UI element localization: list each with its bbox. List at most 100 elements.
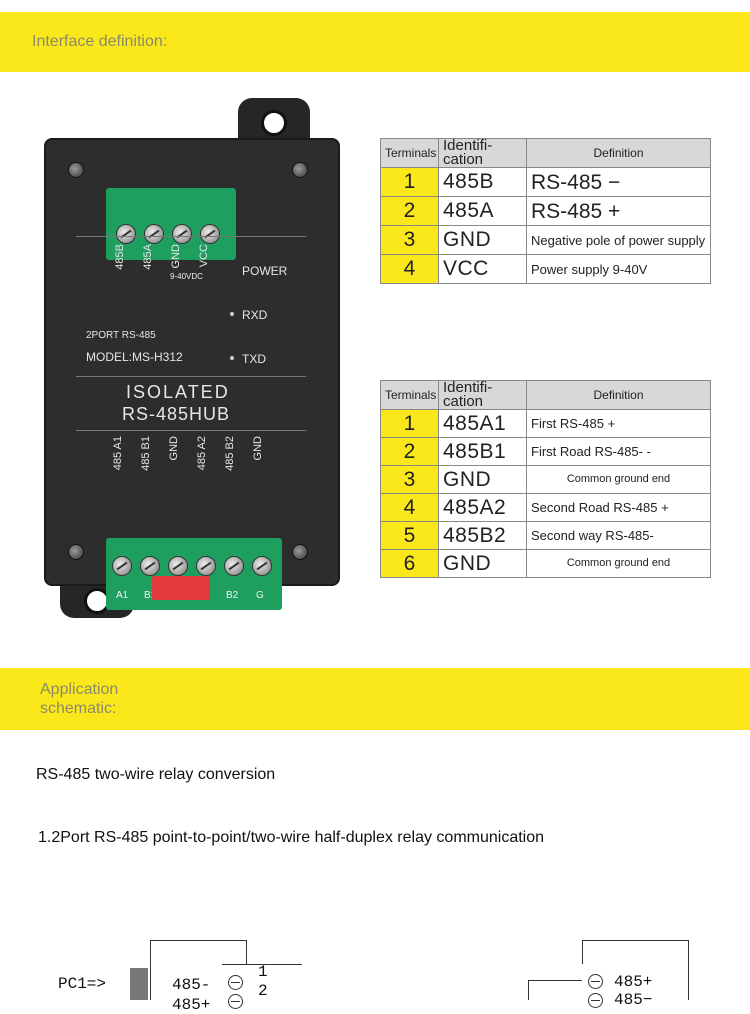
left-pin-number: 2 [258, 982, 268, 1000]
panel-divider [76, 430, 306, 431]
terminal-screw-icon [252, 556, 272, 576]
terminal-id: GND [438, 465, 527, 494]
terminal-screw-icon [196, 556, 216, 576]
bottom-label: 485 A1 [112, 436, 124, 471]
rxd-led-icon [230, 312, 234, 316]
terminal-number: 1 [380, 167, 439, 197]
schematic-line [150, 940, 151, 1000]
header-identification: Identifi- cation [438, 380, 527, 410]
schematic-line [582, 940, 688, 941]
rxd-led-label: RXD [242, 308, 268, 322]
terminal-definition: Second Road RS-485 + [526, 493, 711, 522]
panel-divider [76, 376, 306, 377]
terminal-definition: First Road RS-485- - [526, 437, 711, 466]
application-schematic-title-line2: schematic: [40, 700, 117, 717]
terminal-number: 2 [380, 196, 439, 226]
terminal-definition: Negative pole of power supply [526, 225, 711, 255]
terminal-id: GND [438, 225, 527, 255]
terminal-screw-icon [200, 224, 220, 244]
vdc-note: 9-40VDC [170, 272, 203, 281]
terminal-label-gnd: GND [170, 244, 182, 269]
corner-screw-icon [292, 544, 308, 560]
terminal-id: 485A [438, 196, 527, 226]
left-pin-label: 485- [172, 976, 211, 994]
schematic-line [222, 964, 302, 965]
schematic-screw-icon [588, 974, 603, 989]
terminal-small-label: B1 [144, 590, 157, 601]
power-led-label: POWER [242, 264, 288, 278]
terminal-definition: Second way RS-485- [526, 521, 711, 550]
terminal-id: 485B [438, 167, 527, 197]
terminal-definition: Common ground end [526, 549, 711, 578]
terminal-number: 3 [380, 465, 439, 494]
pc-label: PC1=> [58, 975, 107, 993]
terminal-small-label: B2 [226, 590, 239, 601]
schematic-line [528, 980, 529, 1000]
application-schematic-banner: Application schematic: [0, 668, 750, 730]
pc-connector [130, 968, 148, 1000]
interface-definition-title: Interface definition: [32, 33, 168, 50]
header-terminals: Terminals [380, 380, 439, 410]
terminal-number: 4 [380, 493, 439, 522]
terminal-definition: First RS-485 + [526, 409, 711, 438]
terminal-id: 485B1 [438, 437, 527, 466]
terminal-label-485b: 485B [114, 244, 126, 270]
panel-divider [76, 236, 306, 237]
terminal-screw-icon [172, 224, 192, 244]
left-pin-label: 485+ [172, 996, 211, 1014]
terminal-screw-icon [168, 556, 188, 576]
header-terminals: Terminals [380, 138, 439, 168]
txd-led-label: TXD [242, 352, 266, 366]
corner-screw-icon [68, 544, 84, 560]
terminal-id: 485B2 [438, 521, 527, 550]
terminal-screw-icon [112, 556, 132, 576]
terminal-number: 3 [380, 225, 439, 255]
schematic-line [688, 940, 689, 1000]
left-pin-number: 1 [258, 963, 268, 981]
schematic-line [528, 980, 582, 981]
corner-screw-icon [292, 162, 308, 178]
terminal-screw-icon [144, 224, 164, 244]
power-terminal-table: Terminals Identifi- cation Definition 1 … [380, 138, 711, 284]
terminal-screw-icon [116, 224, 136, 244]
schematic-screw-icon [228, 975, 243, 990]
terminal-definition: Common ground end [526, 465, 711, 494]
mounting-hole-top [261, 110, 287, 136]
header-definition: Definition [526, 380, 711, 410]
terminal-number: 2 [380, 437, 439, 466]
terminal-id: GND [438, 549, 527, 578]
terminal-definition: RS-485 − [526, 167, 711, 197]
terminal-id: VCC [438, 254, 527, 284]
top-terminal-block [106, 188, 236, 260]
schematic-screw-icon [588, 993, 603, 1008]
txd-led-icon [230, 356, 234, 360]
terminal-screw-icon [224, 556, 244, 576]
schematic-line [150, 940, 246, 941]
terminal-small-label: G [256, 590, 264, 601]
terminal-number: 4 [380, 254, 439, 284]
application-schematic-title-line1: Application [40, 681, 119, 698]
bottom-label: 485 B1 [140, 436, 152, 471]
terminal-number: 6 [380, 549, 439, 578]
terminal-definition: RS-485 + [526, 196, 711, 226]
bottom-label: GND [252, 436, 264, 461]
schematic-screw-icon [228, 994, 243, 1009]
subsection-title: 1.2Port RS-485 point-to-point/two-wire h… [38, 829, 545, 846]
rs485-hub-device: 485B 485A GND VCC 9-40VDC POWER RXD TXD … [40, 96, 340, 656]
terminal-definition: Power supply 9-40V [526, 254, 711, 284]
header-definition: Definition [526, 138, 711, 168]
terminal-label-485a: 485A [142, 244, 154, 270]
bottom-label: 485 B2 [224, 436, 236, 471]
schematic-line [582, 940, 583, 964]
terminal-screw-icon [140, 556, 160, 576]
section-title: RS-485 two-wire relay conversion [36, 766, 276, 783]
device-title-hub: RS-485HUB [122, 404, 231, 424]
model-text: MODEL:MS-H312 [86, 350, 183, 364]
device-body: 485B 485A GND VCC 9-40VDC POWER RXD TXD … [44, 138, 340, 610]
bottom-label: 485 A2 [196, 436, 208, 471]
din-rail-clip [152, 576, 210, 600]
terminal-label-vcc: VCC [198, 244, 210, 268]
terminal-number: 5 [380, 521, 439, 550]
interface-definition-banner: Interface definition: [0, 12, 750, 72]
bottom-label: GND [168, 436, 180, 461]
